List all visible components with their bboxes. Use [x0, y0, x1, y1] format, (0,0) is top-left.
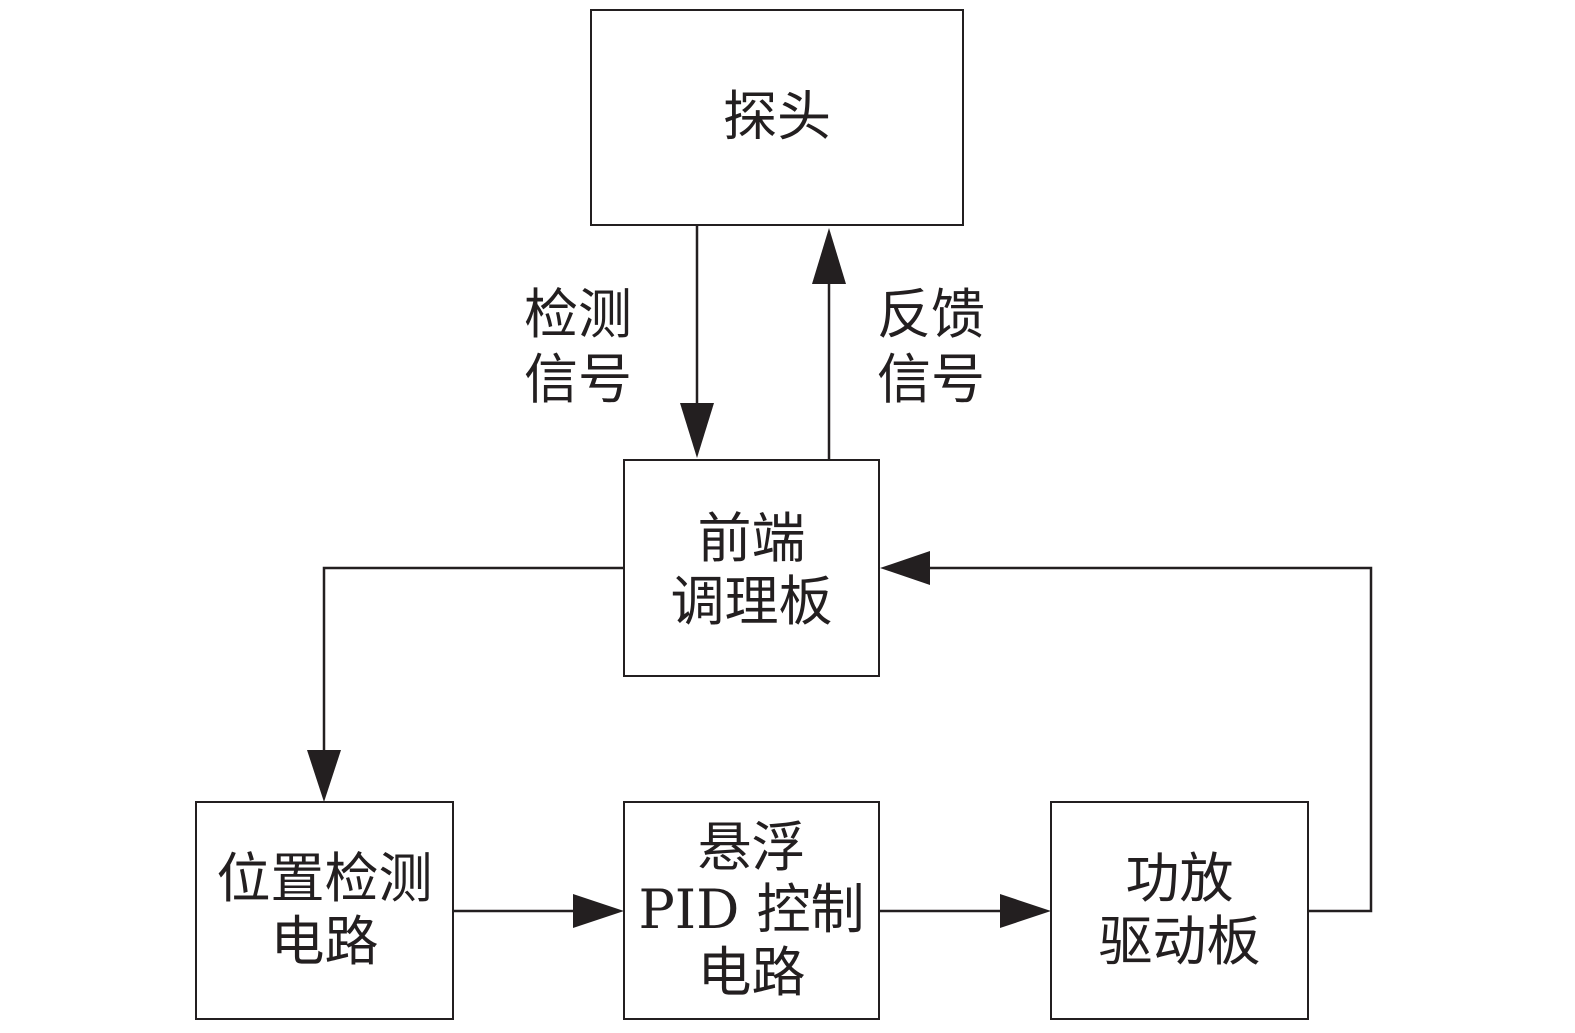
- levitation-pid-control-circuit-block-line-3: 电路: [697, 940, 806, 1004]
- frontend-to-position-line: [322, 566, 624, 755]
- frontend-to-position-arrowhead: [307, 750, 341, 802]
- frontend-conditioning-board-block: 前端调理板: [623, 459, 880, 677]
- levitation-pid-control-circuit-block-line-1: 悬浮: [697, 815, 806, 879]
- detect-signal-arrowhead: [680, 403, 714, 458]
- frontend-conditioning-board-block-line-2: 调理板: [670, 570, 833, 633]
- power-amp-driver-board-block: 功放驱动板: [1050, 801, 1309, 1020]
- feedback-signal-arrowhead: [812, 228, 846, 284]
- frontend-conditioning-board-block-line-1: 前端: [697, 507, 806, 571]
- amp-to-frontend-arrowhead: [880, 551, 930, 585]
- probe-block: 探头: [590, 9, 964, 226]
- probe-block-line-1: 探头: [723, 85, 831, 149]
- amp-to-frontend-line: [925, 566, 1373, 913]
- pid-to-amp-arrowhead: [1000, 894, 1051, 928]
- detect-signal-label: 检测信号: [523, 283, 633, 413]
- position-detection-circuit-block: 位置检测电路: [195, 801, 454, 1020]
- feedback-signal-label: 反馈信号: [876, 283, 986, 413]
- feedback-signal-label-line-1: 反馈: [877, 283, 985, 346]
- detect-signal-label-line-2: 信号: [524, 347, 632, 411]
- power-amp-driver-board-block-line-2: 驱动板: [1098, 909, 1261, 973]
- position-detection-circuit-block-line-1: 位置检测: [216, 846, 433, 910]
- levitation-pid-control-circuit-block-line-2: PID 控制: [638, 878, 865, 942]
- position-detection-circuit-block-line-2: 电路: [270, 909, 379, 973]
- power-amp-driver-board-block-line-1: 功放: [1125, 846, 1234, 910]
- detect-signal-label-line-1: 检测: [524, 283, 632, 346]
- position-to-pid-arrowhead: [573, 894, 624, 928]
- feedback-signal-label-line-2: 信号: [877, 347, 985, 411]
